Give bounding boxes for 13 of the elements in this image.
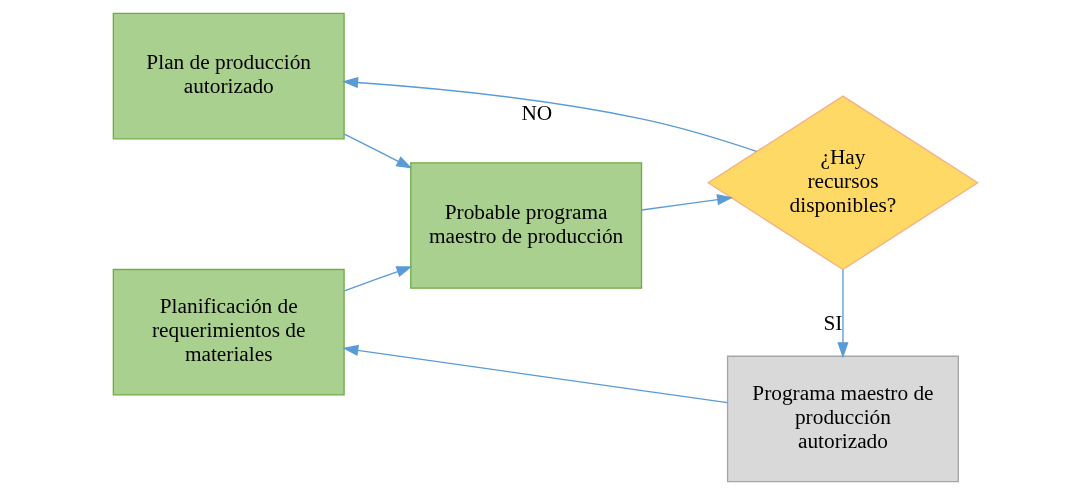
arrow (343, 266, 412, 292)
node-box: Planificación de requerimientos de materiales (112, 268, 345, 396)
arrow (640, 194, 733, 211)
arrow (343, 133, 412, 169)
arrow (341, 344, 728, 404)
arrow (836, 269, 849, 359)
node-box: Probable programa maestro de producción (409, 162, 642, 289)
edge-label: NO (520, 101, 552, 126)
node-box: Programa maestro de producción autorizado (726, 355, 959, 483)
edge-label: SI (822, 311, 842, 336)
arrow (341, 76, 757, 152)
node-diamond: ¿Hay recursos disponibles? (706, 95, 979, 271)
node-box: Plan de producción autorizado (112, 12, 345, 140)
